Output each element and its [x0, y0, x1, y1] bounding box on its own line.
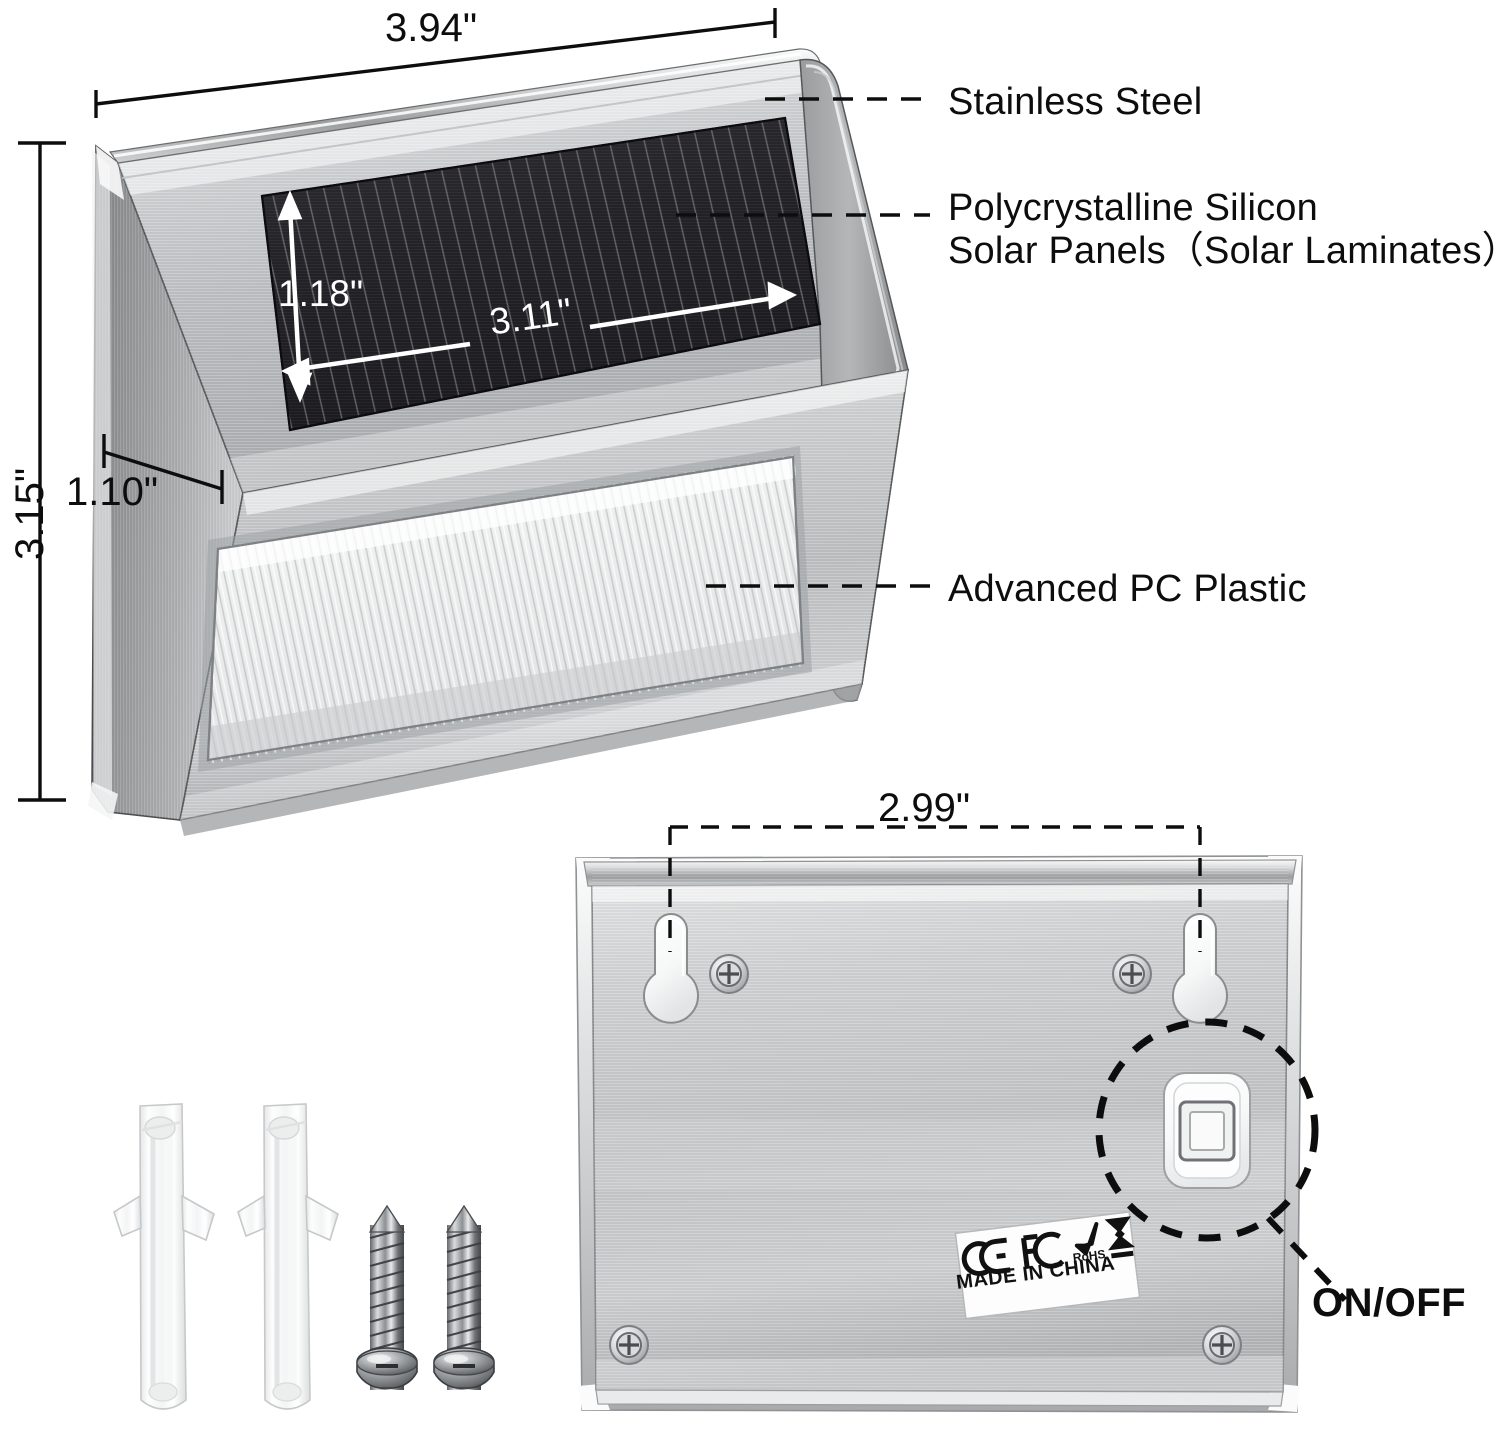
callout-leader-lines [676, 97, 930, 588]
onoff-callout [1095, 1018, 1348, 1303]
onoff-switch-label: ON/OFF [1312, 1281, 1467, 1325]
onoff-switch [1163, 1072, 1251, 1189]
ce-e-glyph [979, 1237, 1011, 1274]
onoff-highlight-circle [1095, 1018, 1319, 1242]
accessories [113, 1103, 495, 1410]
lamp-front-view [88, 48, 910, 836]
callout-stainless-steel: Stainless Steel [948, 81, 1203, 123]
dim-label-depth-110: 1.10" [66, 470, 159, 514]
keyhole-slot-left [643, 913, 699, 1024]
dim-label-mount-spacing-299: 2.99" [878, 786, 971, 830]
back-panel-screws [609, 954, 1242, 1365]
rohs-check-icon [1074, 1222, 1099, 1256]
keyhole-slot-right [1172, 913, 1228, 1024]
mounting-screw-2 [433, 1204, 495, 1390]
dim-394-line [95, 20, 776, 106]
lamp-back-view [575, 855, 1303, 1413]
onoff-leader-line [1265, 1215, 1348, 1303]
back-panel-bottom-lip [595, 1389, 1284, 1407]
mounting-screw-1 [356, 1204, 418, 1390]
weee-bin-icon [1104, 1216, 1136, 1259]
screw-top-left [709, 954, 749, 994]
dim-110-line [103, 450, 223, 491]
lamp-dimension-lines [18, 8, 777, 802]
solar-width-dimension [280, 281, 798, 386]
fc-c-glyph [1032, 1231, 1065, 1269]
screw-top-right [1112, 954, 1152, 994]
callout-solar-panels-line1: Polycrystalline Silicon [948, 187, 1318, 229]
dim-label-width-394: 3.94" [385, 6, 478, 50]
dim-label-height-315: 3.15" [8, 467, 52, 560]
screw-bottom-left [609, 1325, 649, 1365]
ce-c-glyph [961, 1241, 990, 1277]
dim-label-solar-height-118: 1.18" [278, 273, 364, 314]
cert-label-marks [961, 1216, 1136, 1277]
wall-anchor-1 [113, 1103, 215, 1410]
screw-bottom-right [1202, 1325, 1242, 1365]
callout-pc-plastic: Advanced PC Plastic [948, 568, 1307, 610]
dim-299-bracket [668, 825, 1202, 952]
callout-solar-panels-line2: Solar Panels（Solar Laminates） [948, 230, 1500, 272]
wall-anchor-2 [237, 1103, 339, 1410]
